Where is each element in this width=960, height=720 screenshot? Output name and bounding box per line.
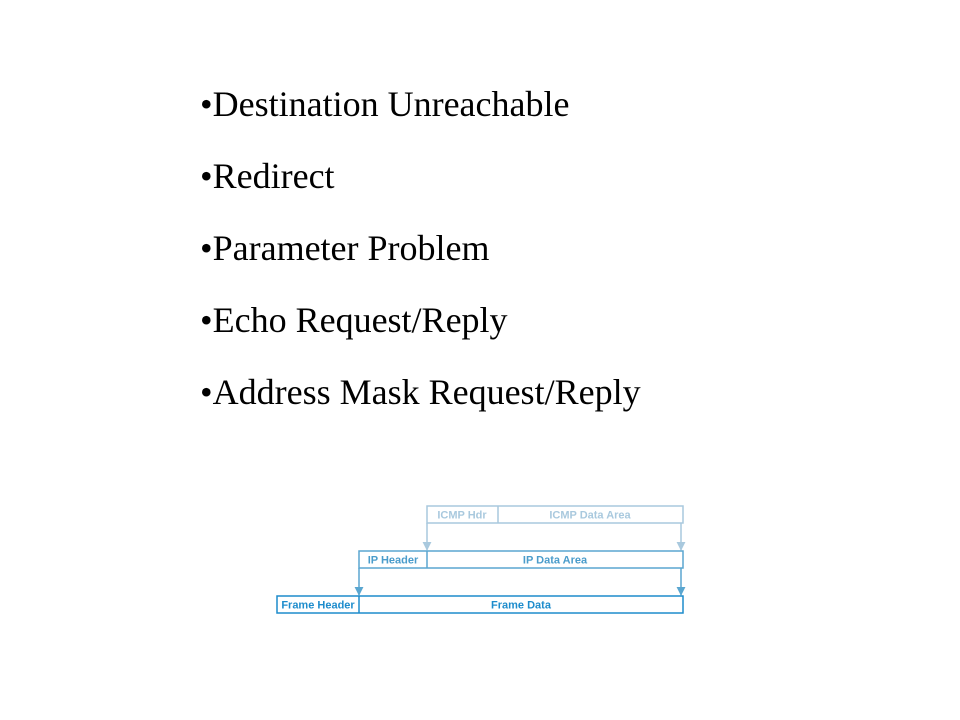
bullet-redirect: Redirect [200,158,641,194]
bullet-address-mask-request-reply: Address Mask Request/Reply [200,374,641,410]
icmp-header-label: ICMP Hdr [437,510,487,522]
bullet-list: Destination Unreachable Redirect Paramet… [200,86,641,446]
frame-data-label: Frame Data [491,600,552,612]
frame-header-label: Frame Header [281,600,355,612]
ip-header-label: IP Header [368,555,419,567]
icmp-layer: ICMP Hdr ICMP Data Area [426,505,684,524]
icmp-data-label: ICMP Data Area [549,510,631,522]
ip-data-label: IP Data Area [523,555,588,567]
frame-layer: Frame Header Frame Data [276,595,684,614]
bullet-echo-request-reply: Echo Request/Reply [200,302,641,338]
bullet-destination-unreachable: Destination Unreachable [200,86,641,122]
bullet-parameter-problem: Parameter Problem [200,230,641,266]
ip-layer: IP Header IP Data Area [358,550,684,569]
